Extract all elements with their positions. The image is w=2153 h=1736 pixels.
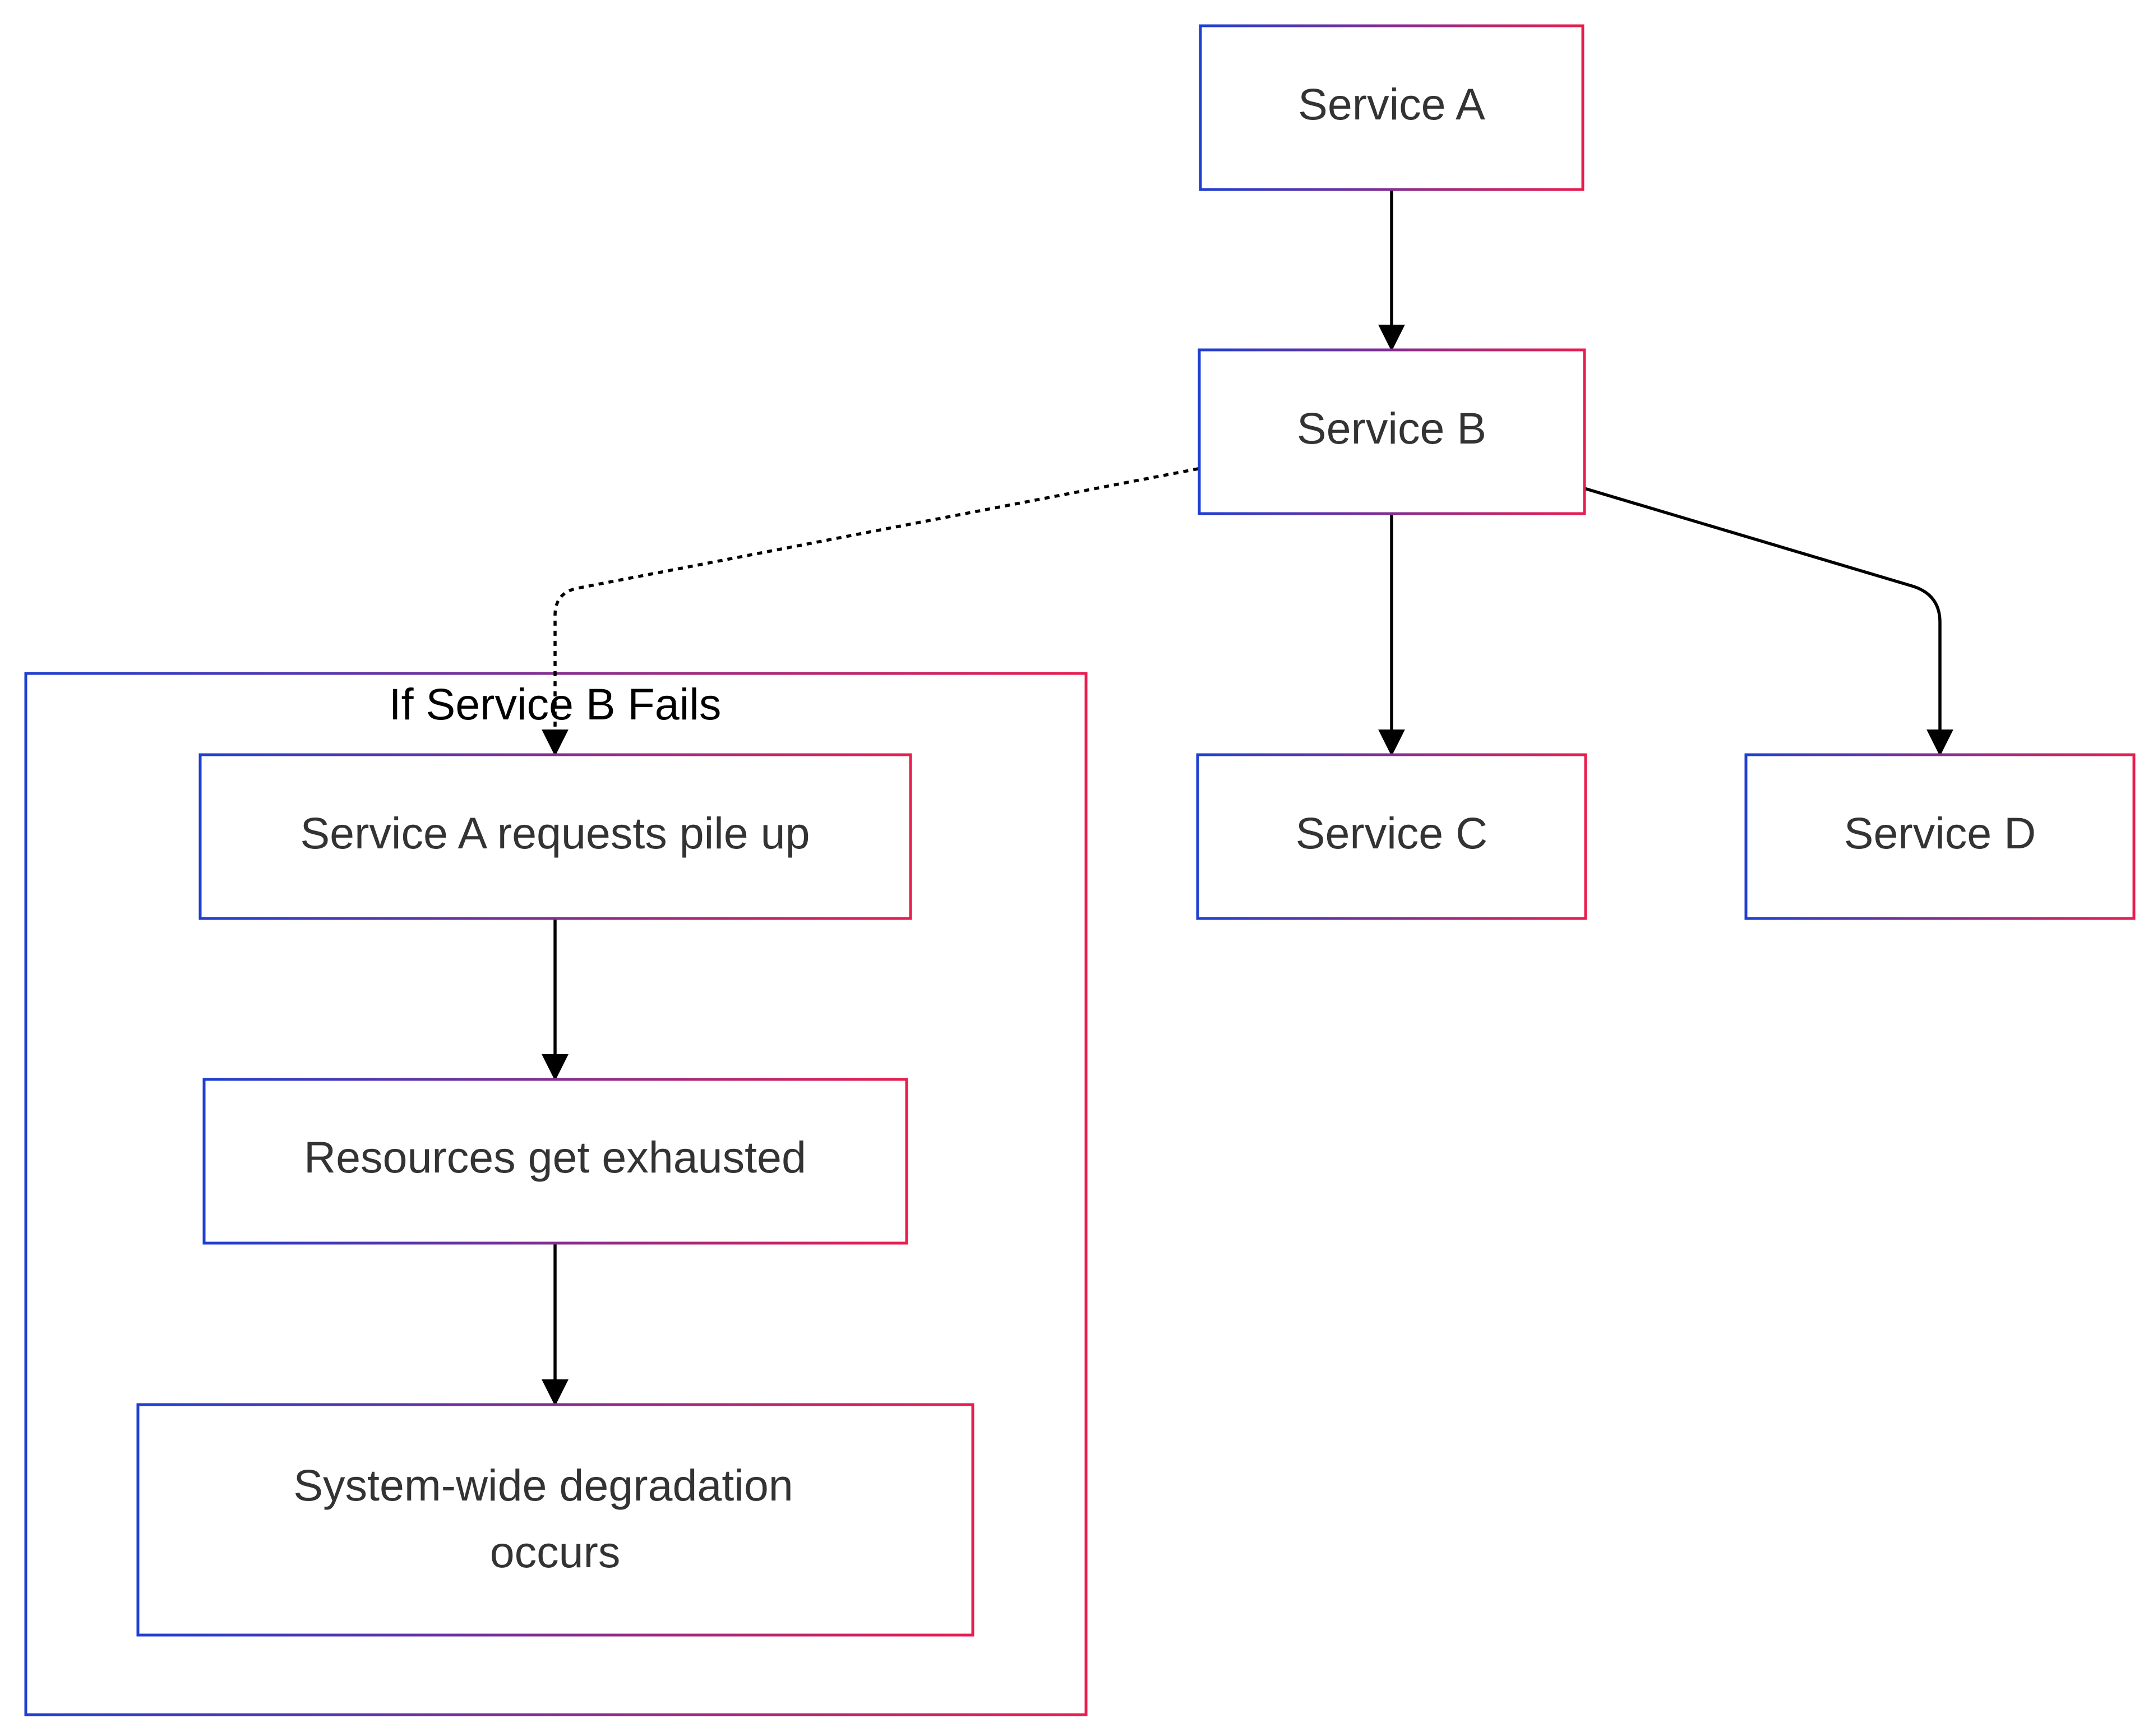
cluster-title: If Service B Fails	[389, 679, 722, 729]
node-box	[136, 1403, 974, 1637]
node-resources-exhausted: Resources get exhausted	[202, 1078, 908, 1245]
edge-service-b-to-service-d	[1584, 487, 1953, 756]
node-label: Service C	[1296, 808, 1487, 858]
node-label: Service A requests pile up	[300, 808, 810, 858]
node-label: Service A	[1298, 79, 1485, 129]
node-service-a: Service A	[1199, 24, 1584, 191]
node-label-line-1: System-wide degradation	[293, 1460, 793, 1510]
edge-service-b-to-requests-pile-up	[542, 467, 1199, 756]
node-box	[1198, 348, 1586, 515]
node-box	[1196, 753, 1587, 920]
node-box	[1199, 24, 1584, 191]
node-service-c: Service C	[1196, 753, 1587, 920]
node-label: Service B	[1297, 403, 1486, 453]
node-label-line-2: occurs	[490, 1527, 621, 1577]
node-box	[198, 753, 912, 920]
node-requests-pile-up: Service A requests pile up	[198, 753, 912, 920]
node-service-b: Service B	[1198, 348, 1586, 515]
node-label: Service D	[1844, 808, 2036, 858]
node-system-wide-degradation: System-wide degradation occurs	[136, 1403, 974, 1637]
node-box	[202, 1078, 908, 1245]
node-service-d: Service D	[1744, 753, 2136, 920]
node-label: System-wide degradation occurs	[293, 1460, 805, 1577]
edges	[542, 190, 1953, 1406]
node-box	[1744, 753, 2136, 920]
node-label: Resources get exhausted	[304, 1132, 806, 1182]
